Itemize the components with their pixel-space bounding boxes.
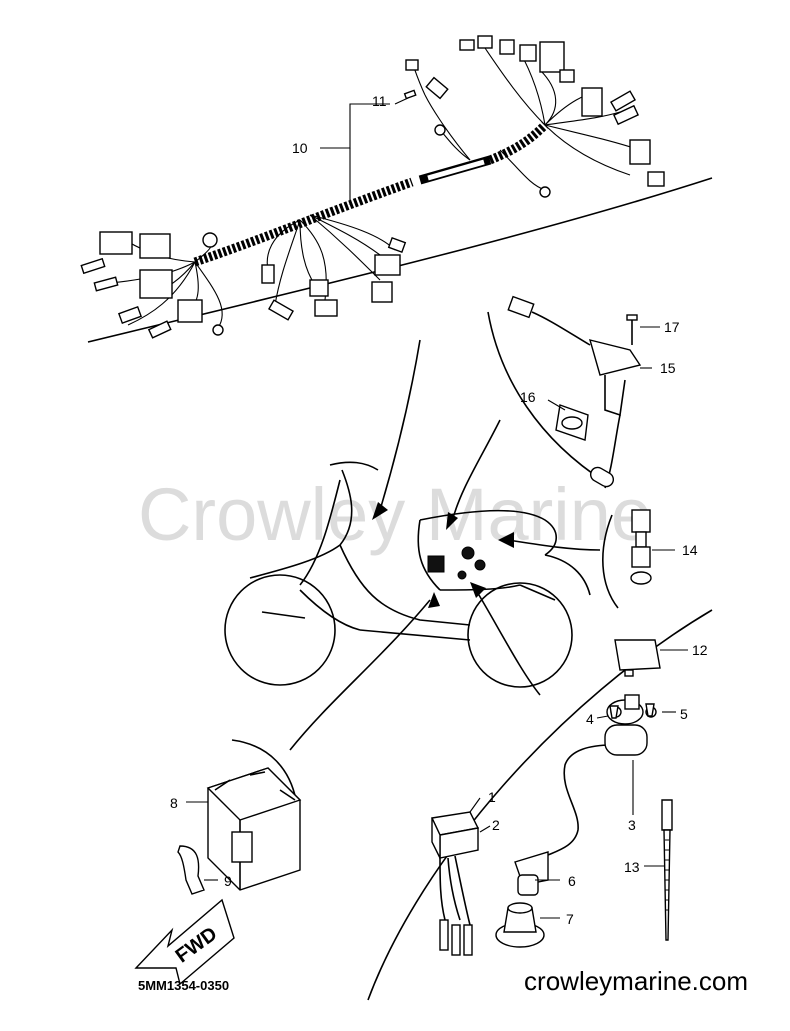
callout-11: 11 (372, 93, 387, 109)
relay[interactable] (614, 639, 661, 677)
sender-section-curve (487, 311, 606, 483)
pointer-arrows (289, 339, 601, 751)
callout-6: 6 (568, 873, 576, 889)
fuel-sender-unit[interactable] (507, 295, 642, 489)
callout-7: 7 (566, 911, 574, 927)
cable-tie[interactable] (661, 799, 673, 941)
callout-13: 13 (624, 859, 640, 875)
bolt[interactable] (645, 703, 655, 717)
wire-harness[interactable] (80, 35, 665, 339)
scooter-outline (224, 461, 591, 688)
battery-section-curve (231, 739, 297, 801)
callout-14: 14 (682, 542, 698, 558)
breather-hose[interactable] (177, 845, 205, 895)
ignition-coil[interactable] (495, 694, 657, 948)
callout-10: 10 (292, 140, 308, 156)
callout-5: 5 (680, 706, 688, 722)
battery[interactable] (206, 767, 302, 891)
cdi-unit[interactable] (430, 811, 480, 956)
callout-17: 17 (664, 319, 680, 335)
watermark-text: Crowley Marine (138, 473, 652, 556)
callout-1: 1 (488, 789, 496, 805)
main-switch[interactable] (630, 509, 652, 585)
website-link[interactable]: crowleymarine.com (524, 966, 748, 996)
callout-16: 16 (520, 389, 536, 405)
callout-leaders (186, 97, 688, 919)
callout-4: 4 (586, 711, 594, 727)
callout-12: 12 (692, 642, 708, 658)
callout-8: 8 (170, 795, 178, 811)
callout-15: 15 (660, 360, 676, 376)
fwd-arrow: FWD (134, 898, 235, 986)
callout-3: 3 (628, 817, 636, 833)
screw[interactable] (609, 705, 619, 719)
callout-9: 9 (224, 873, 232, 889)
switch-section-curve (602, 514, 619, 609)
callout-2: 2 (492, 817, 500, 833)
diagram-code: 5MM1354-0350 (138, 978, 229, 993)
